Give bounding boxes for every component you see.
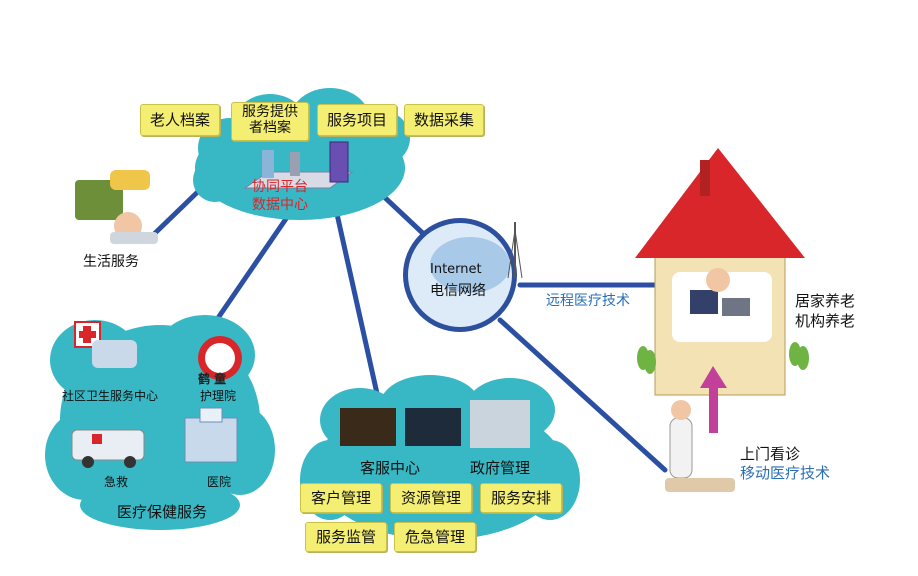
internet-globe-icon: [403, 218, 523, 332]
life-service-icon: [75, 170, 158, 244]
home-care-label: 居家养老: [795, 292, 856, 310]
link-datacenter-medical: [215, 207, 295, 321]
internet-label-1: Internet: [430, 262, 482, 277]
institution-care-label: 机构养老: [795, 312, 856, 330]
datacenter-label-1: 协同平台: [252, 179, 308, 195]
hospital-label: 医院: [207, 475, 232, 489]
life-service-label: 生活服务: [83, 254, 139, 270]
visit-arrow-icon: [700, 366, 727, 433]
nursing-home-logo-icon: [198, 336, 242, 380]
internet-label-2: 电信网络: [430, 283, 486, 299]
server-icon: [243, 141, 354, 189]
ambulance-icon: [71, 429, 145, 468]
nursing-home-label: 护理院: [200, 389, 237, 403]
gov-management-label: 政府管理: [470, 459, 531, 477]
link-internet-visit: [497, 317, 668, 473]
tag-service-items: 服务项目: [317, 104, 397, 136]
call-center-photo-1: [340, 408, 396, 446]
tag-customer-management: 客户管理: [300, 483, 382, 513]
tag-service-scheduling: 服务安排: [480, 483, 562, 513]
community-health-icon: [74, 321, 137, 368]
tag-provider-records-text: 服务提供 者档案: [242, 104, 298, 137]
home-visit-label: 上门看诊: [740, 445, 801, 463]
house-icon: [635, 148, 805, 396]
datacenter-label-2: 数据中心: [252, 197, 308, 213]
home-visit-doctor-icon: [665, 400, 735, 492]
remote-medical-label: 远程医疗技术: [546, 293, 630, 309]
tag-provider-records: 服务提供 者档案: [231, 102, 309, 141]
mobile-medical-label: 移动医疗技术: [740, 464, 831, 482]
tag-elder-records: 老人档案: [140, 104, 220, 136]
customer-cloud: [300, 375, 580, 540]
tag-service-supervision: 服务监管: [305, 522, 387, 552]
tag-resource-management: 资源管理: [390, 483, 472, 513]
hospital-icon: [184, 407, 238, 463]
community-health-label: 社区卫生服务中心: [62, 389, 159, 403]
emergency-label: 急救: [104, 475, 129, 489]
nursing-logo-text: 鹤 童: [198, 372, 227, 386]
tag-emergency-management: 危急管理: [394, 522, 476, 552]
medical-service-title: 医疗保健服务: [117, 503, 208, 521]
tag-data-collection: 数据采集: [404, 104, 484, 136]
plant-icon: [637, 342, 809, 374]
link-datacenter-customer: [332, 202, 381, 401]
gov-office-photo: [470, 400, 530, 448]
call-center-photo-2: [405, 408, 461, 446]
customer-center-label: 客服中心: [360, 459, 421, 477]
